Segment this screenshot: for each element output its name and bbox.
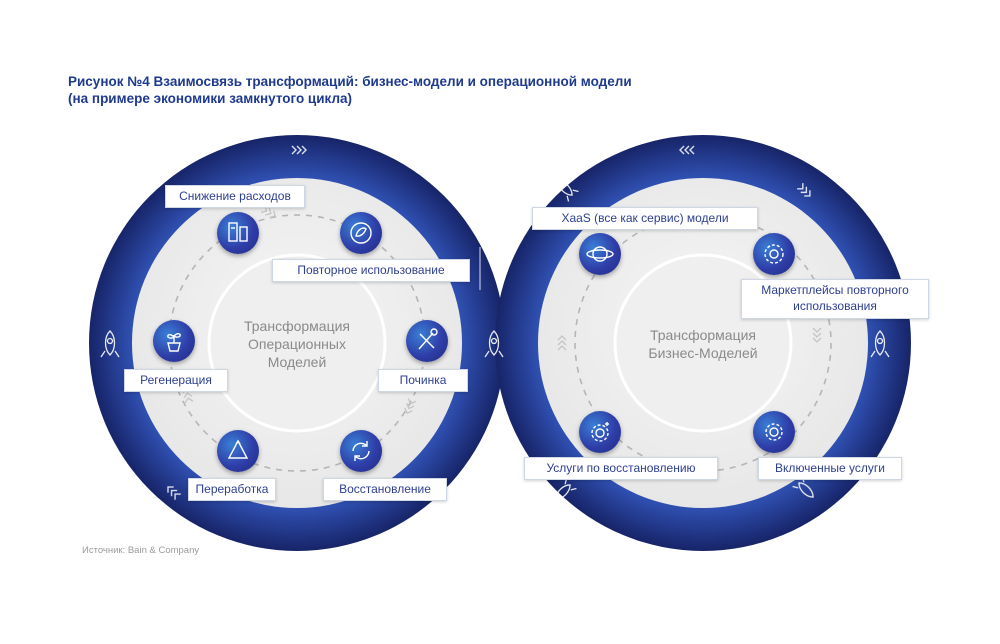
left-center-circle (207, 253, 387, 433)
right-top-left-rocket-icon (557, 180, 579, 202)
right-center-line2: Бизнес-Моделей (648, 345, 758, 361)
label-reuse: Повторное использование (272, 259, 470, 282)
restoration-cycle-icon (340, 430, 382, 472)
source-note: Источник: Bain & Company (82, 545, 200, 556)
left-center-title: Трансформация Операционных Моделей (227, 317, 367, 371)
right-ring-rocket-icon (870, 330, 890, 358)
cost-reduction-icon (217, 212, 259, 254)
figure-title-line2: (на примере экономики замкнутого цикла) (68, 91, 353, 106)
repair-tools-icon (406, 320, 448, 362)
reuse-leaves-icon (340, 212, 382, 254)
right-top-chevron-icon (679, 145, 695, 155)
label-regeneration: Регенерация (124, 369, 228, 392)
right-inner-chevron-2-icon (812, 327, 822, 343)
planet-icon (579, 233, 621, 275)
figure-title-line1: Рисунок №4 Взаимосвязь трансформаций: би… (68, 74, 632, 89)
left-ring-rocket-icon (100, 330, 120, 358)
figure-title: Рисунок №4 Взаимосвязь трансформаций: би… (68, 73, 632, 107)
label-cost-reduction: Снижение расходов (165, 185, 305, 208)
left-bottom-chevron-icon (167, 486, 181, 500)
gear-cycle-icon (753, 233, 795, 275)
recycling-icon (217, 430, 259, 472)
label-recycling: Переработка (188, 478, 276, 501)
right-inner-chevron-1-icon (557, 335, 567, 351)
middle-ring-rocket-icon (484, 330, 504, 358)
label-included-services: Включенные услуги (758, 457, 902, 480)
label-restoration: Восстановление (323, 478, 447, 501)
right-top-right-chevron-icon (797, 183, 811, 197)
gear-icon (753, 411, 795, 453)
left-center-line2: Операционных (248, 336, 346, 352)
label-xaas: XaaS (все как сервис) модели (532, 207, 758, 230)
left-center-line1: Трансформация (244, 318, 350, 334)
left-center-line3: Моделей (267, 354, 327, 370)
right-center-line1: Трансформация (650, 327, 756, 343)
label-repair: Починка (378, 369, 468, 392)
gear-sparkle-icon (579, 411, 621, 453)
left-inner-chevron-2-icon (404, 398, 417, 415)
label-marketplaces: Маркетплейсы повторного использования (741, 279, 929, 319)
right-center-title: Трансформация Бизнес-Моделей (613, 326, 793, 362)
plant-pot-icon (153, 320, 195, 362)
label-restoration-services: Услуги по восстановлению (524, 457, 718, 480)
left-top-chevron-icon (291, 145, 307, 155)
